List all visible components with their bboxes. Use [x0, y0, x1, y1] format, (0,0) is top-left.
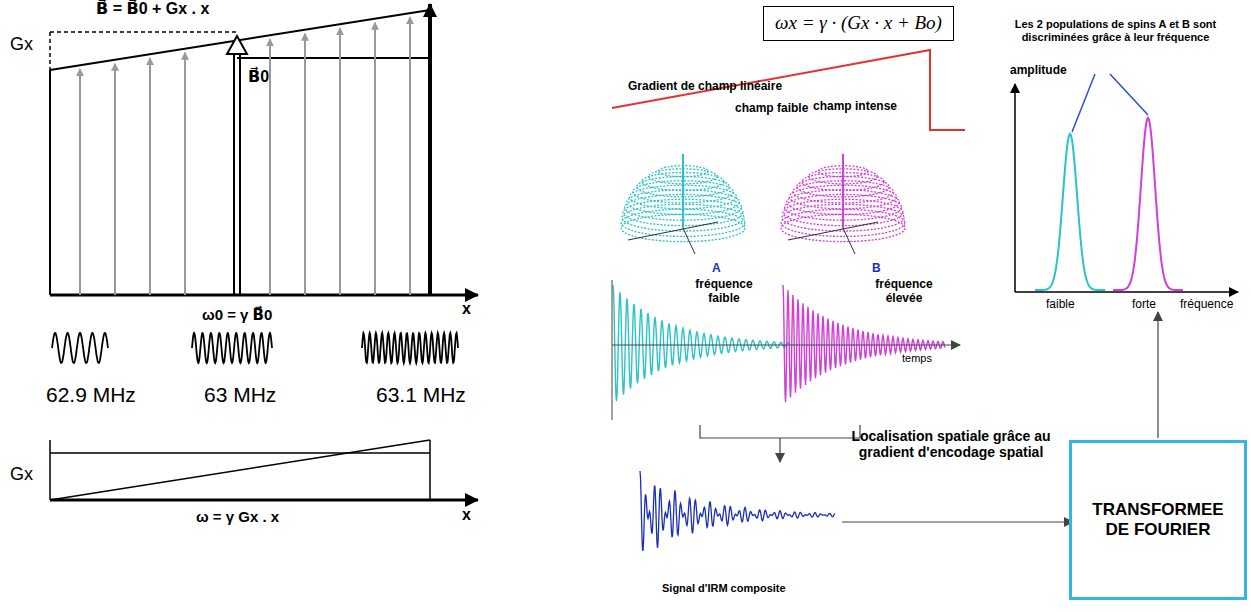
- spin-cones: [621, 154, 905, 254]
- spectrum-peak: [1035, 134, 1105, 290]
- gradient-triangle: [50, 440, 478, 500]
- time-axis: [612, 345, 960, 346]
- label: 63 MHz: [204, 383, 276, 407]
- label: 62.9 MHz: [46, 383, 136, 407]
- label: temps: [902, 352, 932, 365]
- label: x: [462, 300, 471, 318]
- label: fréquence élevée: [872, 278, 936, 306]
- label: 63.1 MHz: [376, 383, 466, 407]
- label: ω0 = γ B⃗0: [202, 306, 272, 323]
- gradient-graph: [50, 4, 478, 295]
- composite-wave: [640, 471, 835, 551]
- label: B: [872, 262, 881, 276]
- fid-axis: [612, 280, 613, 420]
- label: Gx: [10, 464, 33, 485]
- field-arrow: [339, 28, 341, 295]
- field-arrow: [269, 39, 271, 295]
- label: fréquence: [1180, 298, 1233, 312]
- spectrum-peak: [1113, 118, 1183, 290]
- frequency-axis: [1015, 291, 1238, 293]
- field-arrow: [304, 34, 306, 295]
- field-arrow: [79, 69, 81, 295]
- spin-vector: [682, 154, 684, 228]
- plane-line: [788, 222, 878, 240]
- field-arrow: [114, 64, 116, 295]
- node-text: TRANSFORMEE DE FOURIER: [1080, 500, 1236, 541]
- field-arrows: [80, 17, 410, 295]
- label: fréquence faible: [692, 278, 756, 306]
- spectrum-peaks: [1035, 118, 1183, 290]
- label: ω = γ Gx . x: [196, 508, 279, 525]
- leader-line: [1072, 74, 1148, 132]
- plane-line: [683, 228, 695, 254]
- formula-box: ωx = γ · (Gx · x + Bo): [763, 6, 954, 41]
- label: champ intense: [813, 100, 897, 114]
- label: B⃗ = B⃗0 + Gx . x: [96, 0, 209, 18]
- label: A: [712, 262, 721, 276]
- field-arrow: [409, 17, 411, 295]
- process-box: TRANSFORMEE DE FOURIER: [1069, 440, 1247, 600]
- label: Gx: [10, 34, 33, 55]
- plane-line: [628, 222, 718, 240]
- field-arrow: [184, 53, 186, 295]
- flow-arrow: [1157, 312, 1158, 438]
- flow-arrow: [842, 521, 1073, 522]
- label: amplitude: [1010, 64, 1067, 78]
- label: B⃗0: [248, 68, 269, 86]
- label: forte: [1132, 298, 1156, 312]
- spin-vector: [842, 154, 844, 228]
- gradient-line: [612, 50, 965, 130]
- wave: [192, 333, 272, 363]
- label: champ faible: [735, 102, 808, 116]
- field-arrow: [374, 23, 376, 295]
- label: x: [462, 506, 471, 524]
- composite-signal: [640, 471, 835, 551]
- label: Signal d'IRM composite: [662, 582, 786, 595]
- field-arrow: [149, 58, 151, 295]
- fid-wave: [613, 285, 790, 401]
- label: faible: [1046, 298, 1075, 312]
- wave: [362, 333, 458, 363]
- merge-bracket: [700, 425, 860, 462]
- frequency-waves: [52, 333, 458, 363]
- plane-line: [843, 228, 855, 254]
- wave: [52, 333, 108, 363]
- node-text: ωx = γ · (Gx · x + Bo): [775, 12, 942, 35]
- label: Localisation spatiale grâce au gradient …: [840, 428, 1062, 460]
- label: Gradient de champ linéaire: [628, 80, 782, 94]
- amplitude-axis: [1014, 84, 1016, 292]
- label: Les 2 populations de spins A et B sont d…: [1003, 18, 1228, 43]
